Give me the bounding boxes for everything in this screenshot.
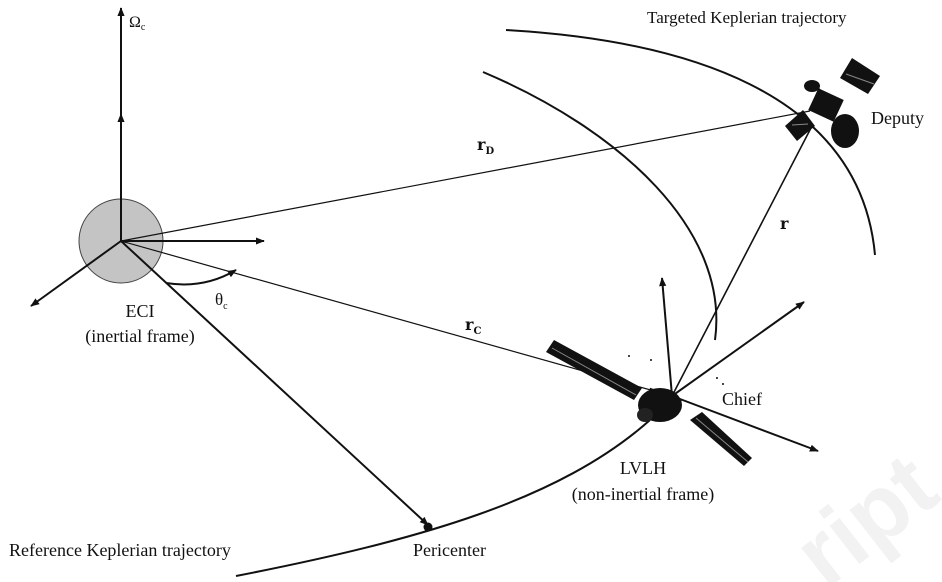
eci-label: ECI bbox=[126, 301, 155, 321]
intermediate-trajectory-curve bbox=[482, 71, 718, 341]
targeted-trajectory-label: Targeted Keplerian trajectory bbox=[647, 8, 847, 27]
chief-satellite-icon bbox=[546, 340, 752, 466]
rc-label: rC bbox=[465, 315, 481, 337]
lvlh-note-label: (non-inertial frame) bbox=[572, 484, 714, 505]
eci-note-label: (inertial frame) bbox=[85, 326, 194, 347]
deputy-satellite-icon bbox=[785, 58, 880, 148]
watermark: ript bbox=[776, 434, 942, 582]
deputy-label: Deputy bbox=[871, 108, 924, 128]
pericenter-dot bbox=[423, 522, 433, 532]
theta-angle-arc bbox=[165, 269, 237, 286]
omega-label: Ωc bbox=[129, 14, 146, 33]
eci-y-axis-arrow bbox=[30, 240, 122, 307]
r-label: r bbox=[780, 214, 789, 233]
lvlh-x-axis-arrow bbox=[671, 301, 805, 397]
lvlh-z-axis-arrow bbox=[659, 277, 673, 397]
r-relative-vector bbox=[671, 125, 813, 397]
rd-label: rD bbox=[477, 135, 494, 157]
lvlh-y-axis-arrow bbox=[671, 395, 819, 452]
theta-label: θc bbox=[215, 290, 228, 312]
lvlh-label: LVLH bbox=[620, 458, 666, 478]
chief-label: Chief bbox=[722, 389, 762, 409]
rd-vector bbox=[120, 110, 811, 242]
pericenter-vector bbox=[120, 240, 429, 526]
targeted-trajectory-curve bbox=[505, 29, 876, 256]
pericenter-label: Pericenter bbox=[413, 540, 486, 560]
reference-trajectory-label: Reference Keplerian trajectory bbox=[9, 540, 231, 560]
reference-trajectory-curve bbox=[235, 419, 651, 577]
